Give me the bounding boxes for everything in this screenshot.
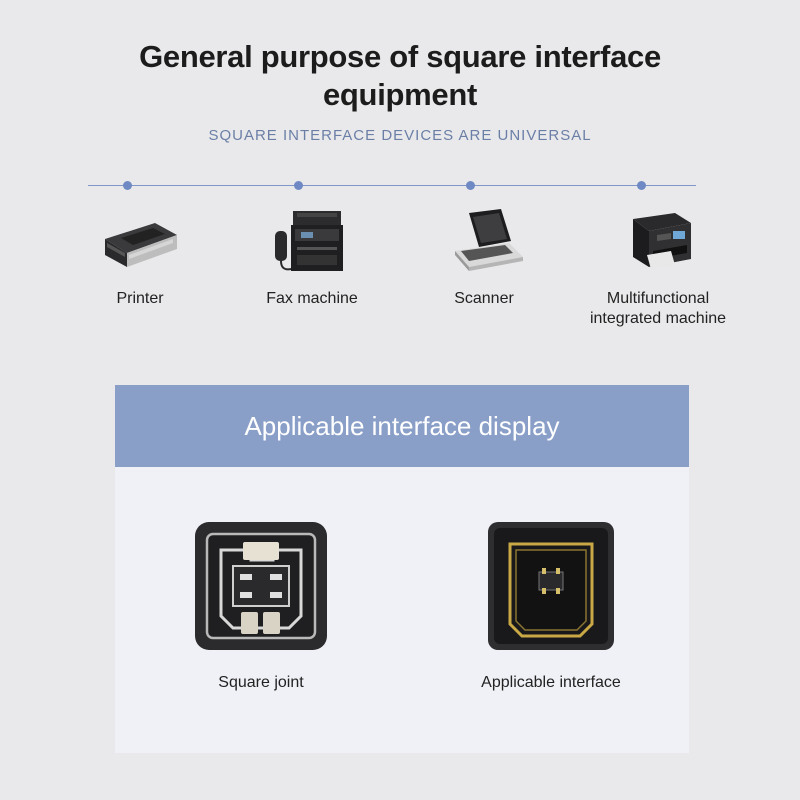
timeline-dot [637,181,646,190]
device-label-fax-machine: Fax machine [266,290,358,307]
usb-b-port-icon [488,522,614,650]
port-applicable-interface: Applicable interface [471,520,631,692]
page-title: General purpose of square interface equi… [0,38,800,114]
usb-b-connector-icon [195,522,327,650]
fax-machine-icon [275,211,343,271]
device-label-scanner: Scanner [454,290,514,307]
port-square-joint: Square joint [181,520,341,692]
device-label-multifunction-line1: Multifunctional [606,290,710,307]
port-label-square-joint: Square joint [218,674,304,691]
port-label-applicable-interface: Applicable interface [481,674,621,691]
printer-icon [105,223,177,267]
device-scanner: Scanner [409,205,559,309]
page-title-line1: General purpose of square interface [139,39,661,74]
page-title-line2: equipment [322,77,478,112]
device-fax-machine: Fax machine [237,205,387,309]
device-label-printer: Printer [116,290,164,307]
panel-title: Applicable interface display [244,411,560,441]
timeline-dot [123,181,132,190]
device-label-multifunction: Multifunctional integrated machine [583,289,733,329]
multifunction-printer-icon [633,213,691,269]
interface-panel: Applicable interface display Square join… [115,385,689,753]
timeline-dot [294,181,303,190]
timeline-line [88,185,696,186]
device-printer: Printer [65,205,215,309]
page-subtitle: SQUARE INTERFACE DEVICES ARE UNIVERSAL [208,127,592,144]
timeline-dot [466,181,475,190]
scanner-icon [455,209,523,271]
panel-header: Applicable interface display [115,385,689,467]
device-multifunction: Multifunctional integrated machine [583,205,733,329]
device-label-multifunction-line2: integrated machine [589,310,727,327]
